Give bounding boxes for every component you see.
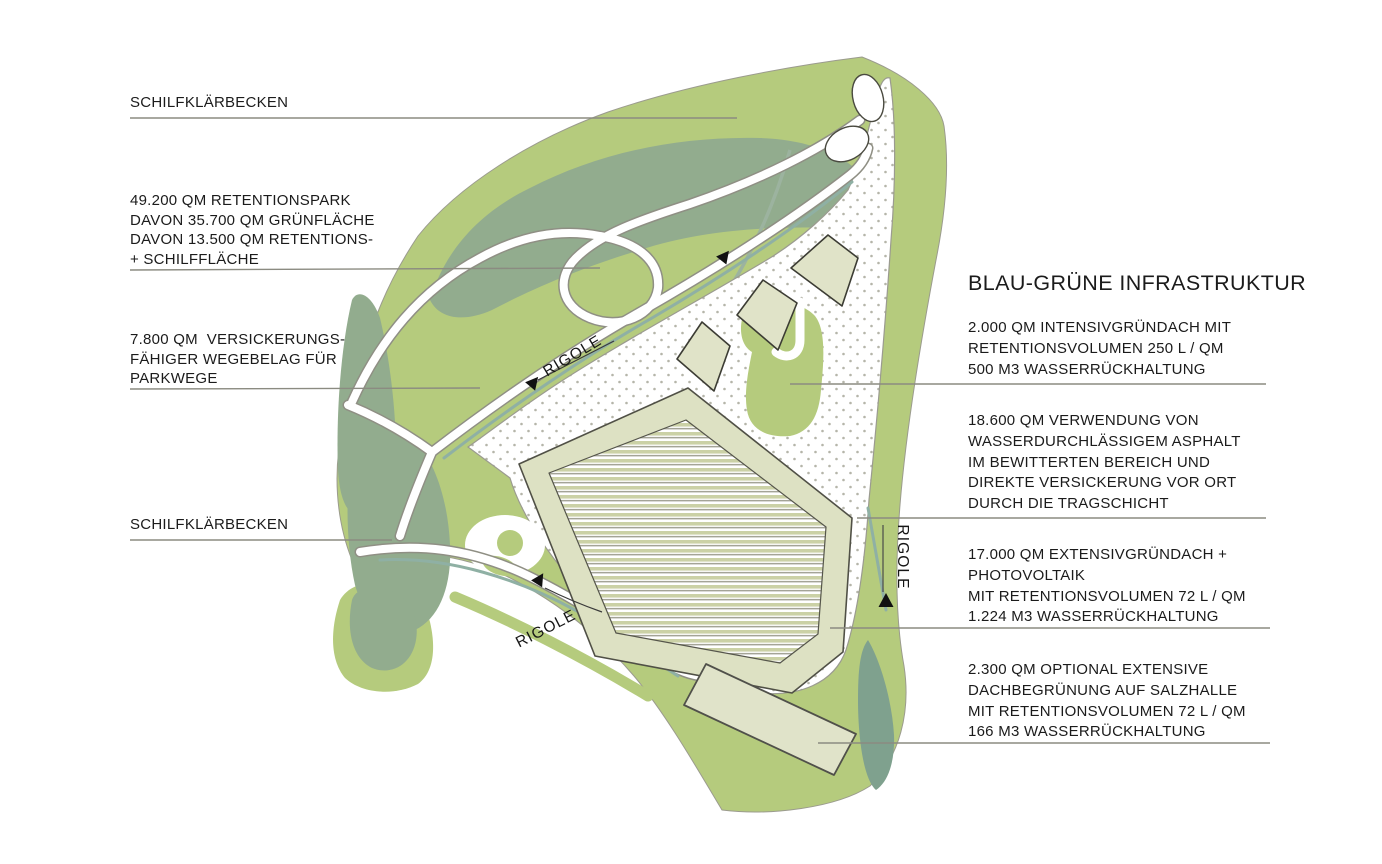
annotation-intensivgruendach: 2.000 QM INTENSIVGRÜNDACH MIT RETENTIONS… [968, 319, 1232, 378]
leader-wegebelag [129, 387, 481, 390]
annotation-wegebelag: 7.800 QM VERSICKERUNGS- FÄHIGER WEGEBELA… [130, 331, 346, 387]
salzhalle-building [683, 663, 857, 776]
building-north-3 [676, 321, 731, 392]
building-north-1 [790, 234, 859, 307]
leader-retentionspark [129, 267, 601, 271]
pond-oval-1 [851, 73, 885, 123]
annotation-schilfklaerbecken-bottom: SCHILFKLÄRBECKEN [130, 516, 289, 533]
annotation-salzhalle-dach: 2.300 QM OPTIONAL EXTENSIVE DACHBEGRÜNUN… [968, 661, 1246, 741]
flow-arrow-east [878, 593, 894, 607]
annotation-wasserdurchlaessiger-asphalt: 18.600 QM VERWENDUNG VON WASSERDURCHLÄSS… [968, 412, 1241, 513]
reed-basin-southwest [349, 588, 417, 671]
patch-notch [771, 297, 805, 361]
tree-circle-west [497, 530, 523, 556]
leader-lines [129, 117, 1270, 744]
rigole-label-east: RIGOLE [894, 524, 911, 589]
annotation-retentionspark: 49.200 QM RETENTIONSPARK DAVON 35.700 QM… [130, 192, 375, 268]
path-north-sweep [348, 116, 864, 406]
retention-pond-southeast [858, 640, 895, 790]
park-paths [342, 114, 888, 682]
annotation-schilfklaerbecken-top: SCHILFKLÄRBECKEN [130, 94, 289, 111]
path-west-entry [344, 401, 436, 456]
path-connector [396, 448, 436, 540]
reed-clarification-basins [337, 137, 895, 790]
path-main-diagonal [428, 144, 872, 456]
flow-arrow-north [716, 250, 729, 265]
south-green-verge [449, 591, 654, 702]
diagram-title: BLAU-GRÜNE INFRASTRUKTUR [968, 271, 1307, 295]
photovoltaic-roof-hatch [548, 419, 827, 664]
reed-basin-north [430, 137, 874, 318]
building-north-2 [736, 279, 798, 351]
flow-arrow-south [531, 573, 544, 588]
buildings [518, 73, 885, 776]
annotation-extensivgruendach: 17.000 QM EXTENSIVGRÜNDACH + PHOTOVOLTAI… [968, 546, 1246, 626]
pond-oval-2 [824, 125, 870, 163]
flow-arrow-mid [525, 376, 539, 391]
